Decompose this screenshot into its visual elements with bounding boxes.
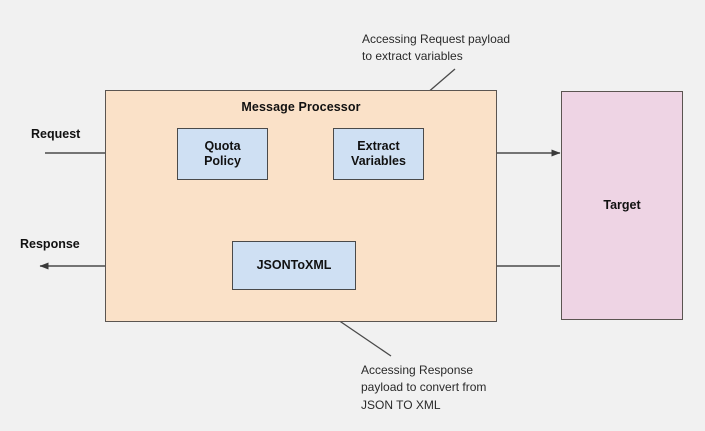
request-label: Request [31, 127, 81, 141]
target-box[interactable]: Target [561, 91, 683, 320]
policy-box-jsontoxml[interactable]: JSONToXML [232, 241, 356, 290]
response-label: Response [20, 237, 80, 251]
message-processor-title: Message Processor [241, 100, 361, 114]
response-annotation-text: Accessing Response payload to convert fr… [361, 363, 487, 412]
policy-box-extract-variables[interactable]: Extract Variables [333, 128, 424, 180]
request-annotation-text: Accessing Request payload to extract var… [362, 32, 511, 64]
policy-box-quota-policy[interactable]: Quota Policy [177, 128, 268, 180]
